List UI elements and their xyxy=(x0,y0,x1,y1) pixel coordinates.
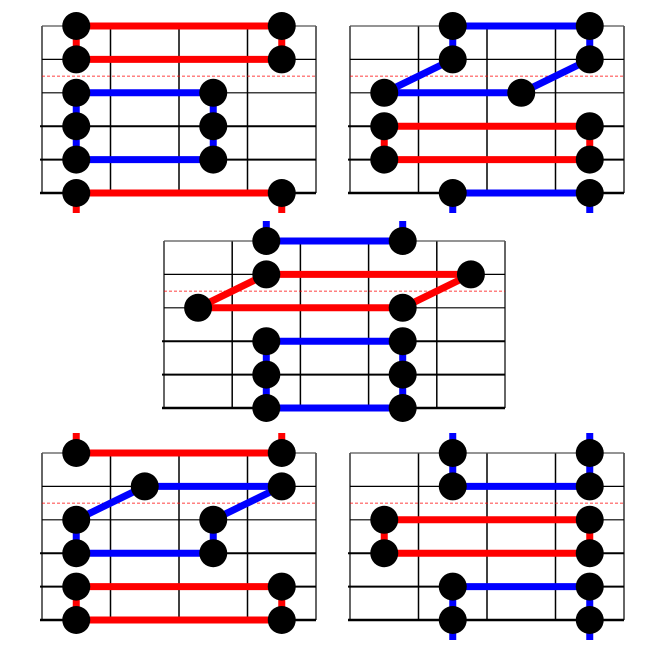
node xyxy=(575,439,604,467)
node xyxy=(267,439,296,467)
node xyxy=(388,394,417,422)
node xyxy=(370,78,399,107)
node xyxy=(267,572,296,601)
node xyxy=(130,472,159,501)
node xyxy=(62,145,91,174)
node xyxy=(252,227,281,255)
node xyxy=(199,112,228,141)
node xyxy=(438,606,467,634)
node xyxy=(62,505,91,534)
node xyxy=(575,45,604,74)
node xyxy=(62,539,91,568)
node xyxy=(438,45,467,74)
node xyxy=(575,179,604,207)
node xyxy=(62,606,91,634)
node xyxy=(252,360,281,389)
node xyxy=(199,78,228,107)
node xyxy=(62,112,91,141)
node xyxy=(267,606,296,634)
node xyxy=(575,472,604,501)
panel-5 xyxy=(348,433,625,640)
node xyxy=(507,78,536,107)
node xyxy=(199,145,228,174)
node xyxy=(438,179,467,207)
node xyxy=(438,472,467,501)
node xyxy=(575,12,604,40)
node xyxy=(438,12,467,40)
node xyxy=(575,112,604,141)
node xyxy=(252,327,281,356)
node xyxy=(62,179,91,207)
node xyxy=(267,45,296,74)
node xyxy=(575,505,604,534)
node xyxy=(252,394,281,422)
node xyxy=(575,145,604,174)
node xyxy=(388,227,417,255)
node xyxy=(370,112,399,141)
node xyxy=(62,572,91,601)
node xyxy=(575,606,604,634)
panel-4 xyxy=(40,433,317,634)
node xyxy=(62,45,91,74)
node xyxy=(438,572,467,601)
node xyxy=(62,439,91,467)
node xyxy=(575,539,604,568)
node xyxy=(267,12,296,40)
panel-1 xyxy=(40,12,317,213)
panel-2 xyxy=(348,12,625,213)
node xyxy=(199,539,228,568)
panel-3 xyxy=(162,221,506,422)
node xyxy=(267,179,296,207)
node xyxy=(184,293,213,322)
node xyxy=(438,439,467,467)
node xyxy=(199,505,228,534)
node xyxy=(388,360,417,389)
node xyxy=(388,327,417,356)
node xyxy=(456,260,485,289)
node xyxy=(267,472,296,501)
node xyxy=(370,145,399,174)
node xyxy=(388,293,417,322)
node xyxy=(252,260,281,289)
node xyxy=(62,78,91,107)
node xyxy=(370,539,399,568)
node xyxy=(370,505,399,534)
node xyxy=(575,572,604,601)
node xyxy=(62,12,91,40)
